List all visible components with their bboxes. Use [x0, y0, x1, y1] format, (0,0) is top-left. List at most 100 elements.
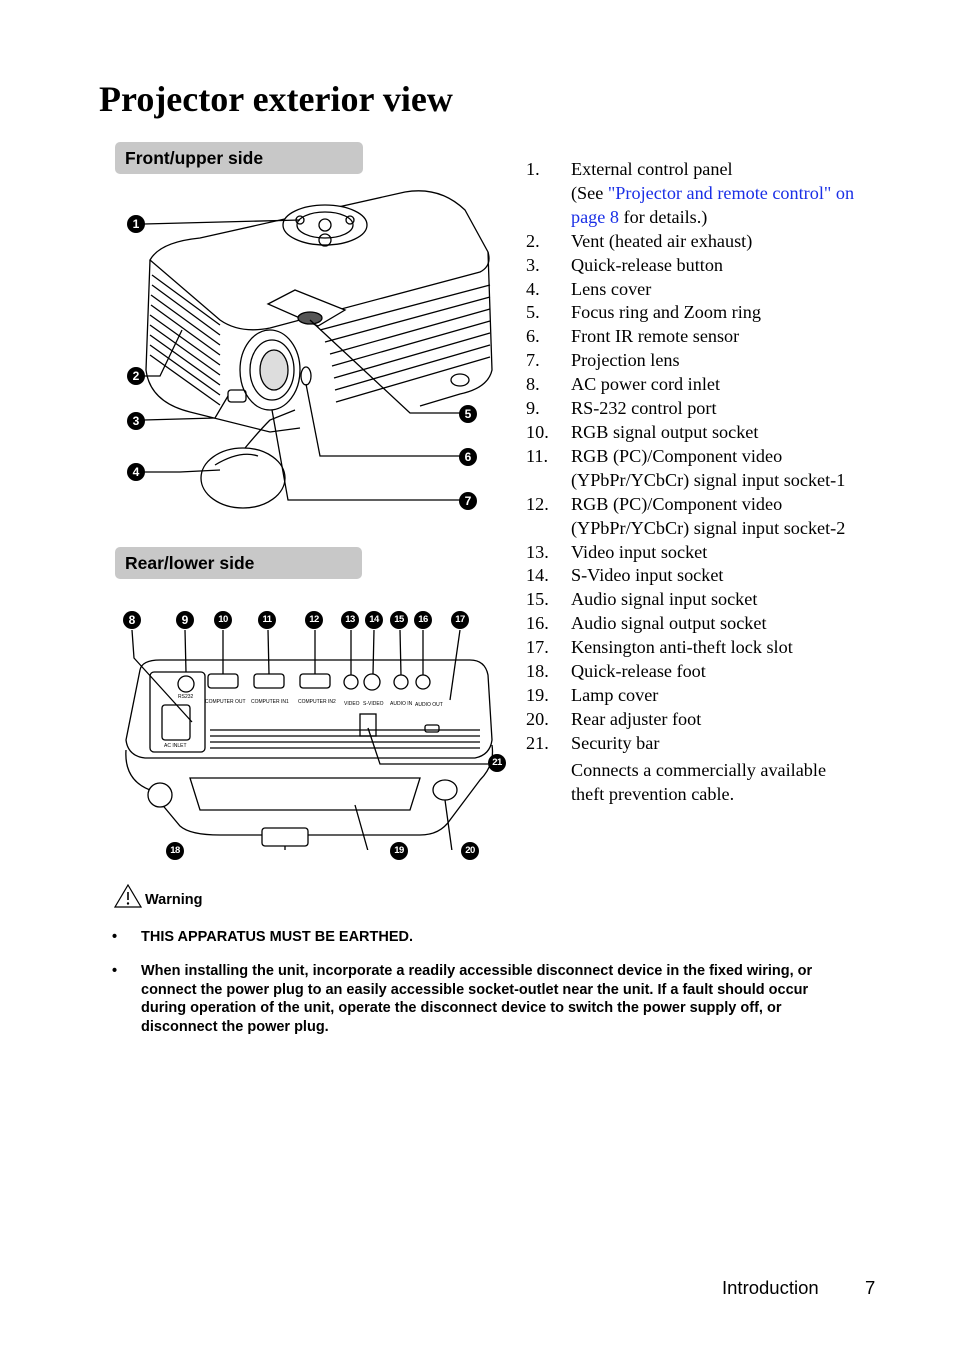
parts-list-item: 3. Quick-release button [526, 254, 856, 278]
parts-list-item: 11. RGB (PC)/Component video (YPbPr/YCbCr… [526, 445, 856, 493]
callout-5: 5 [459, 405, 477, 423]
callout-4: 4 [127, 463, 145, 481]
item-number: 11. [526, 445, 549, 466]
parts-list-item: 17. Kensington anti-theft lock slot [526, 636, 856, 660]
parts-list-item: 1. External control panel (See "Projector … [526, 158, 856, 230]
item-number: 5. [526, 302, 540, 323]
item-number: 16. [526, 613, 549, 634]
footer-section: Introduction [722, 1277, 819, 1298]
item-number: 6. [526, 326, 540, 347]
item-text-wrapper: Rear adjuster foot [571, 708, 856, 732]
parts-list-item: 19. Lamp cover [526, 684, 856, 708]
parts-list-item: 9.RS-232 control port [526, 397, 856, 421]
callout-20: 20 [461, 842, 479, 860]
rear-label-computer-in1: COMPUTER IN1 [251, 699, 289, 705]
item-text-wrapper: Quick-release button [571, 254, 856, 278]
parts-list-item: 20.Rear adjuster foot [526, 708, 856, 732]
callout-6: 6 [459, 448, 477, 466]
item-text-wrapper: S-Video input socket [571, 564, 856, 588]
item-text: RGB signal output socket [571, 421, 759, 442]
item-text: Audio signal output socket [571, 613, 767, 634]
parts-list-item: 4. Lens cover [526, 278, 856, 302]
see-suffix: for details.) [618, 206, 708, 227]
section-header-rear: Rear/lower side [115, 547, 362, 579]
parts-list-item: 6. Front IR remote sensor [526, 325, 856, 349]
rear-label-video: VIDEO [344, 701, 360, 707]
item-text: Quick-release foot [571, 661, 706, 682]
item-number: 21. [526, 732, 549, 753]
warning-bullet-text: When installing the unit, incorporate a … [141, 963, 813, 1035]
callout-7: 7 [459, 492, 477, 510]
callout-1: 1 [127, 215, 145, 233]
item-text: Focus ring and Zoom ring [571, 302, 761, 323]
item-number: 14. [526, 565, 549, 586]
page-title: Projector exterior view [99, 79, 453, 119]
item-text: Kensington anti-theft lock slot [571, 637, 793, 658]
item-text: Video input socket [571, 541, 708, 562]
callout-19: 19 [390, 842, 408, 860]
parts-list-item: 5. Focus ring and Zoom ring [526, 301, 856, 325]
front-projector-illustration [143, 190, 493, 509]
item-note: Connects a commercially available theft … [571, 759, 827, 804]
item-text: External control panel [571, 159, 733, 179]
item-text: RS-232 control port [571, 398, 717, 419]
item-text: Security bar [571, 732, 660, 753]
item-text: Audio signal input socket [571, 589, 758, 610]
item-text: RGB (PC)/Component video (YPbPr/YCbCr) s… [571, 445, 846, 490]
callout-10: 10 [214, 611, 232, 629]
item-number: 17. [526, 637, 549, 658]
item-text: Front IR remote sensor [571, 326, 740, 347]
item-text-wrapper: Focus ring and Zoom ring [571, 301, 856, 325]
warning-bullet: • THIS APPARATUS MUST BE EARTHED. [112, 929, 414, 945]
item-text: Vent (heated air exhaust) [571, 230, 753, 251]
item-text-wrapper: RS-232 control port [571, 397, 856, 421]
item-text-wrapper: RGB signal output socket [571, 421, 856, 445]
item-number: 12. [526, 493, 549, 514]
rear-label-s-video: S-VIDEO [363, 701, 384, 707]
callout-9: 9 [176, 611, 194, 629]
callout-14: 14 [365, 611, 383, 629]
parts-list-item: 2.Vent (heated air exhaust) [526, 230, 856, 254]
item-number: 4. [526, 278, 540, 299]
item-text-wrapper: Vent (heated air exhaust) [571, 230, 856, 254]
warning-heading: Warning [114, 884, 202, 908]
footer-page-number: 7 [865, 1277, 876, 1298]
item-number: 15. [526, 589, 549, 610]
warning-bullet: • When installing the unit, incorporate … [112, 962, 854, 1036]
see-prefix: (See [571, 182, 608, 203]
item-number: 7. [526, 350, 540, 371]
rear-label-computer-out: COMPUTER OUT [205, 699, 246, 705]
item-number: 13. [526, 541, 549, 562]
parts-list-item: 10.RGB signal output socket [526, 421, 856, 445]
item-text-wrapper: Audio signal input socket [571, 588, 856, 612]
callout-3: 3 [127, 412, 145, 430]
item-text: Lens cover [571, 278, 652, 299]
item-text-wrapper: RGB (PC)/Component video (YPbPr/YCbCr) s… [571, 445, 856, 493]
item-text: S-Video input socket [571, 565, 724, 586]
callout-15: 15 [390, 611, 408, 629]
item-text-wrapper: AC power cord inlet [571, 373, 856, 397]
item-text: Quick-release button [571, 254, 724, 275]
item-number: 3. [526, 254, 540, 275]
rear-label-rs232: RS232 [178, 694, 194, 700]
item-text: Lamp cover [571, 684, 659, 705]
callout-16: 16 [414, 611, 432, 629]
item-text: Projection lens [571, 350, 680, 371]
parts-list-item: 8.AC power cord inlet [526, 373, 856, 397]
item-text-wrapper: RGB (PC)/Component video (YPbPr/YCbCr) s… [571, 493, 856, 541]
item-number: 1. [526, 159, 540, 179]
callout-8: 8 [123, 611, 141, 629]
item-number: 19. [526, 684, 549, 705]
cross-reference-link[interactable]: "Projector and remote control" on page 8 [571, 182, 855, 227]
callout-18: 18 [166, 842, 184, 860]
parts-list-item: 12. RGB (PC)/Component video (YPbPr/YCbCr… [526, 493, 856, 541]
item-text-wrapper: Lens cover [571, 278, 856, 302]
parts-list-item: 18.Quick-release foot [526, 660, 856, 684]
rear-label-audio-out: AUDIO OUT [415, 702, 443, 708]
parts-list-item: 13. Video input socket [526, 541, 856, 565]
item-text: Rear adjuster foot [571, 708, 702, 729]
item-text-wrapper: Lamp cover [571, 684, 856, 708]
parts-list: 1. External control panel (See "Projector … [526, 158, 856, 806]
